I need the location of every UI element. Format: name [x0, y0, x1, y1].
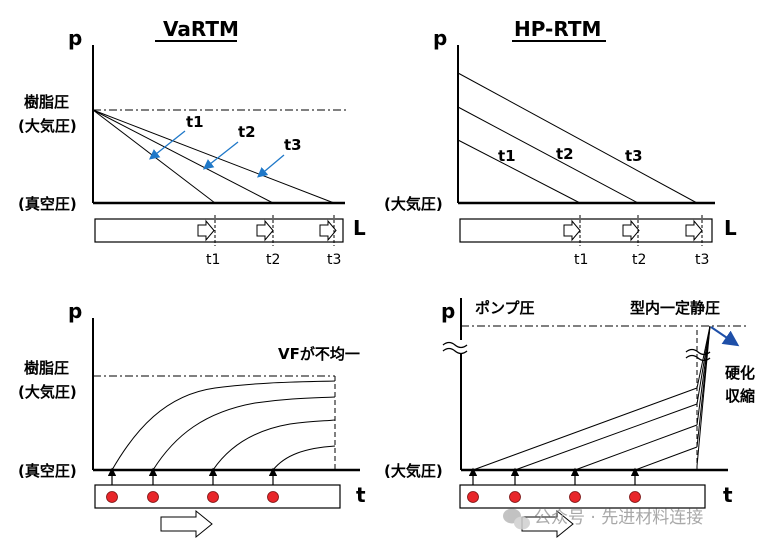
pressure-curve-point-1: [111, 380, 336, 471]
panel-vartm-pressure-vs-length: VaRTM p L 樹脂圧 (大気圧) (真空圧) t1 t2 t3: [18, 17, 366, 268]
sensor-dot-1: [106, 491, 118, 503]
pressure-curve-point-4: [272, 445, 336, 471]
pressure-line-t3: [457, 72, 698, 204]
tick-label-t1: t1: [206, 252, 220, 268]
arrow-t3: [257, 154, 285, 178]
flow-front-arrow-t2: [622, 219, 640, 242]
tick-label-t2: t2: [266, 252, 280, 268]
flow-front-arrow-t3: [319, 219, 337, 242]
label-shrinkage: 収縮: [725, 387, 755, 405]
pressure-line-point-2: [514, 403, 698, 471]
pressure-line-point-4: [634, 446, 698, 471]
tick-label-t3: t3: [327, 252, 341, 268]
flow-channel-box: [94, 218, 344, 243]
y-label-atmospheric: (大気圧): [384, 462, 443, 480]
tick-label-t1: t1: [574, 252, 588, 268]
sensor-dot-1: [467, 491, 479, 503]
label-pump-pressure: ポンプ圧: [475, 299, 535, 317]
sensor-dot-3: [207, 491, 219, 503]
y-axis-label-p: p: [433, 26, 447, 50]
arrow-t2: [202, 141, 239, 170]
axis-break-mark: [442, 347, 468, 355]
pressure-curve-point-2: [152, 396, 336, 471]
pressure-jump-5: [696, 325, 711, 467]
mold-cavity-box: [459, 484, 706, 509]
y-label-atmospheric: (大気圧): [18, 383, 77, 401]
pressure-line-t2: [457, 106, 639, 204]
y-axis-label-p: p: [68, 299, 82, 323]
wechat-logo-icon: [503, 508, 530, 530]
x-axis-label-t: t: [356, 483, 366, 507]
axis-break-mark: [442, 341, 468, 349]
arrow-t1: [148, 130, 186, 160]
tick-label-t3: t3: [695, 252, 709, 268]
panel-hprtm-pressure-vs-length: HP-RTM p L (大気圧) t1 t2 t3 t1 t2 t3: [384, 17, 737, 268]
panel-title-vartm: VaRTM: [163, 17, 239, 41]
flow-front-arrow-t2: [256, 219, 274, 242]
curve-label-t2: t2: [238, 123, 256, 141]
pressure-curve-point-3: [212, 419, 336, 471]
x-axis-label-t: t: [723, 483, 733, 507]
curve-label-t1: t1: [498, 147, 516, 165]
y-axis-label-p: p: [441, 299, 455, 323]
sensor-dot-2: [509, 491, 521, 503]
panel-hprtm-pressure-vs-time: p t ポンプ圧 型内一定静圧 (大気圧) 硬化 収縮: [384, 298, 755, 539]
cure-shrinkage-arrow: [710, 326, 740, 347]
pressure-curve-t2: [92, 109, 274, 204]
y-label-vacuum: (真空圧): [18, 462, 77, 480]
panel-vartm-pressure-vs-time: p t 樹脂圧 (大気圧) (真空圧) VFが不均一: [18, 299, 366, 539]
flow-channel-box: [459, 218, 713, 243]
y-label-vacuum: (真空圧): [18, 195, 77, 213]
flow-front-arrow-t1: [197, 219, 215, 242]
y-axis-label-p: p: [68, 26, 82, 50]
curve-label-t3: t3: [625, 147, 643, 165]
x-axis-label-l: L: [353, 216, 366, 240]
pressure-line-point-1: [472, 387, 698, 471]
label-constant-static-pressure: 型内一定静圧: [630, 299, 720, 317]
y-label-atmospheric: (大気圧): [18, 117, 77, 135]
sensor-dot-4: [629, 491, 641, 503]
y-label-resin: 樹脂圧: [24, 93, 69, 111]
sensor-dot-2: [147, 491, 159, 503]
flow-front-arrow-t3: [685, 219, 703, 242]
curve-label-t1: t1: [186, 113, 204, 131]
y-label-atmospheric: (大気圧): [384, 195, 443, 213]
curve-label-t3: t3: [284, 136, 302, 154]
tick-label-t2: t2: [632, 252, 646, 268]
panel-title-hprtm: HP-RTM: [514, 17, 601, 41]
flow-direction-arrow: [160, 509, 213, 539]
flow-direction-arrow: [521, 509, 574, 539]
flow-front-arrow-t1: [563, 219, 581, 242]
label-cure: 硬化: [725, 364, 755, 382]
pressure-line-t1: [457, 139, 581, 204]
watermark-text: 公众号 · 先进材料连接: [534, 508, 703, 528]
curve-label-t2: t2: [556, 145, 574, 163]
y-label-resin: 樹脂圧: [24, 359, 69, 377]
x-axis-label-l: L: [724, 216, 737, 240]
sensor-dot-4: [267, 491, 279, 503]
curve-break-mark: [685, 348, 711, 356]
watermark: 公众号 · 先进材料连接: [503, 508, 703, 530]
curve-break-mark: [685, 354, 711, 362]
pressure-line-point-3: [574, 424, 698, 471]
sensor-dot-3: [569, 491, 581, 503]
annotation-vf-nonuniform: VFが不均一: [278, 345, 360, 363]
pressure-curve-t3: [92, 109, 335, 204]
